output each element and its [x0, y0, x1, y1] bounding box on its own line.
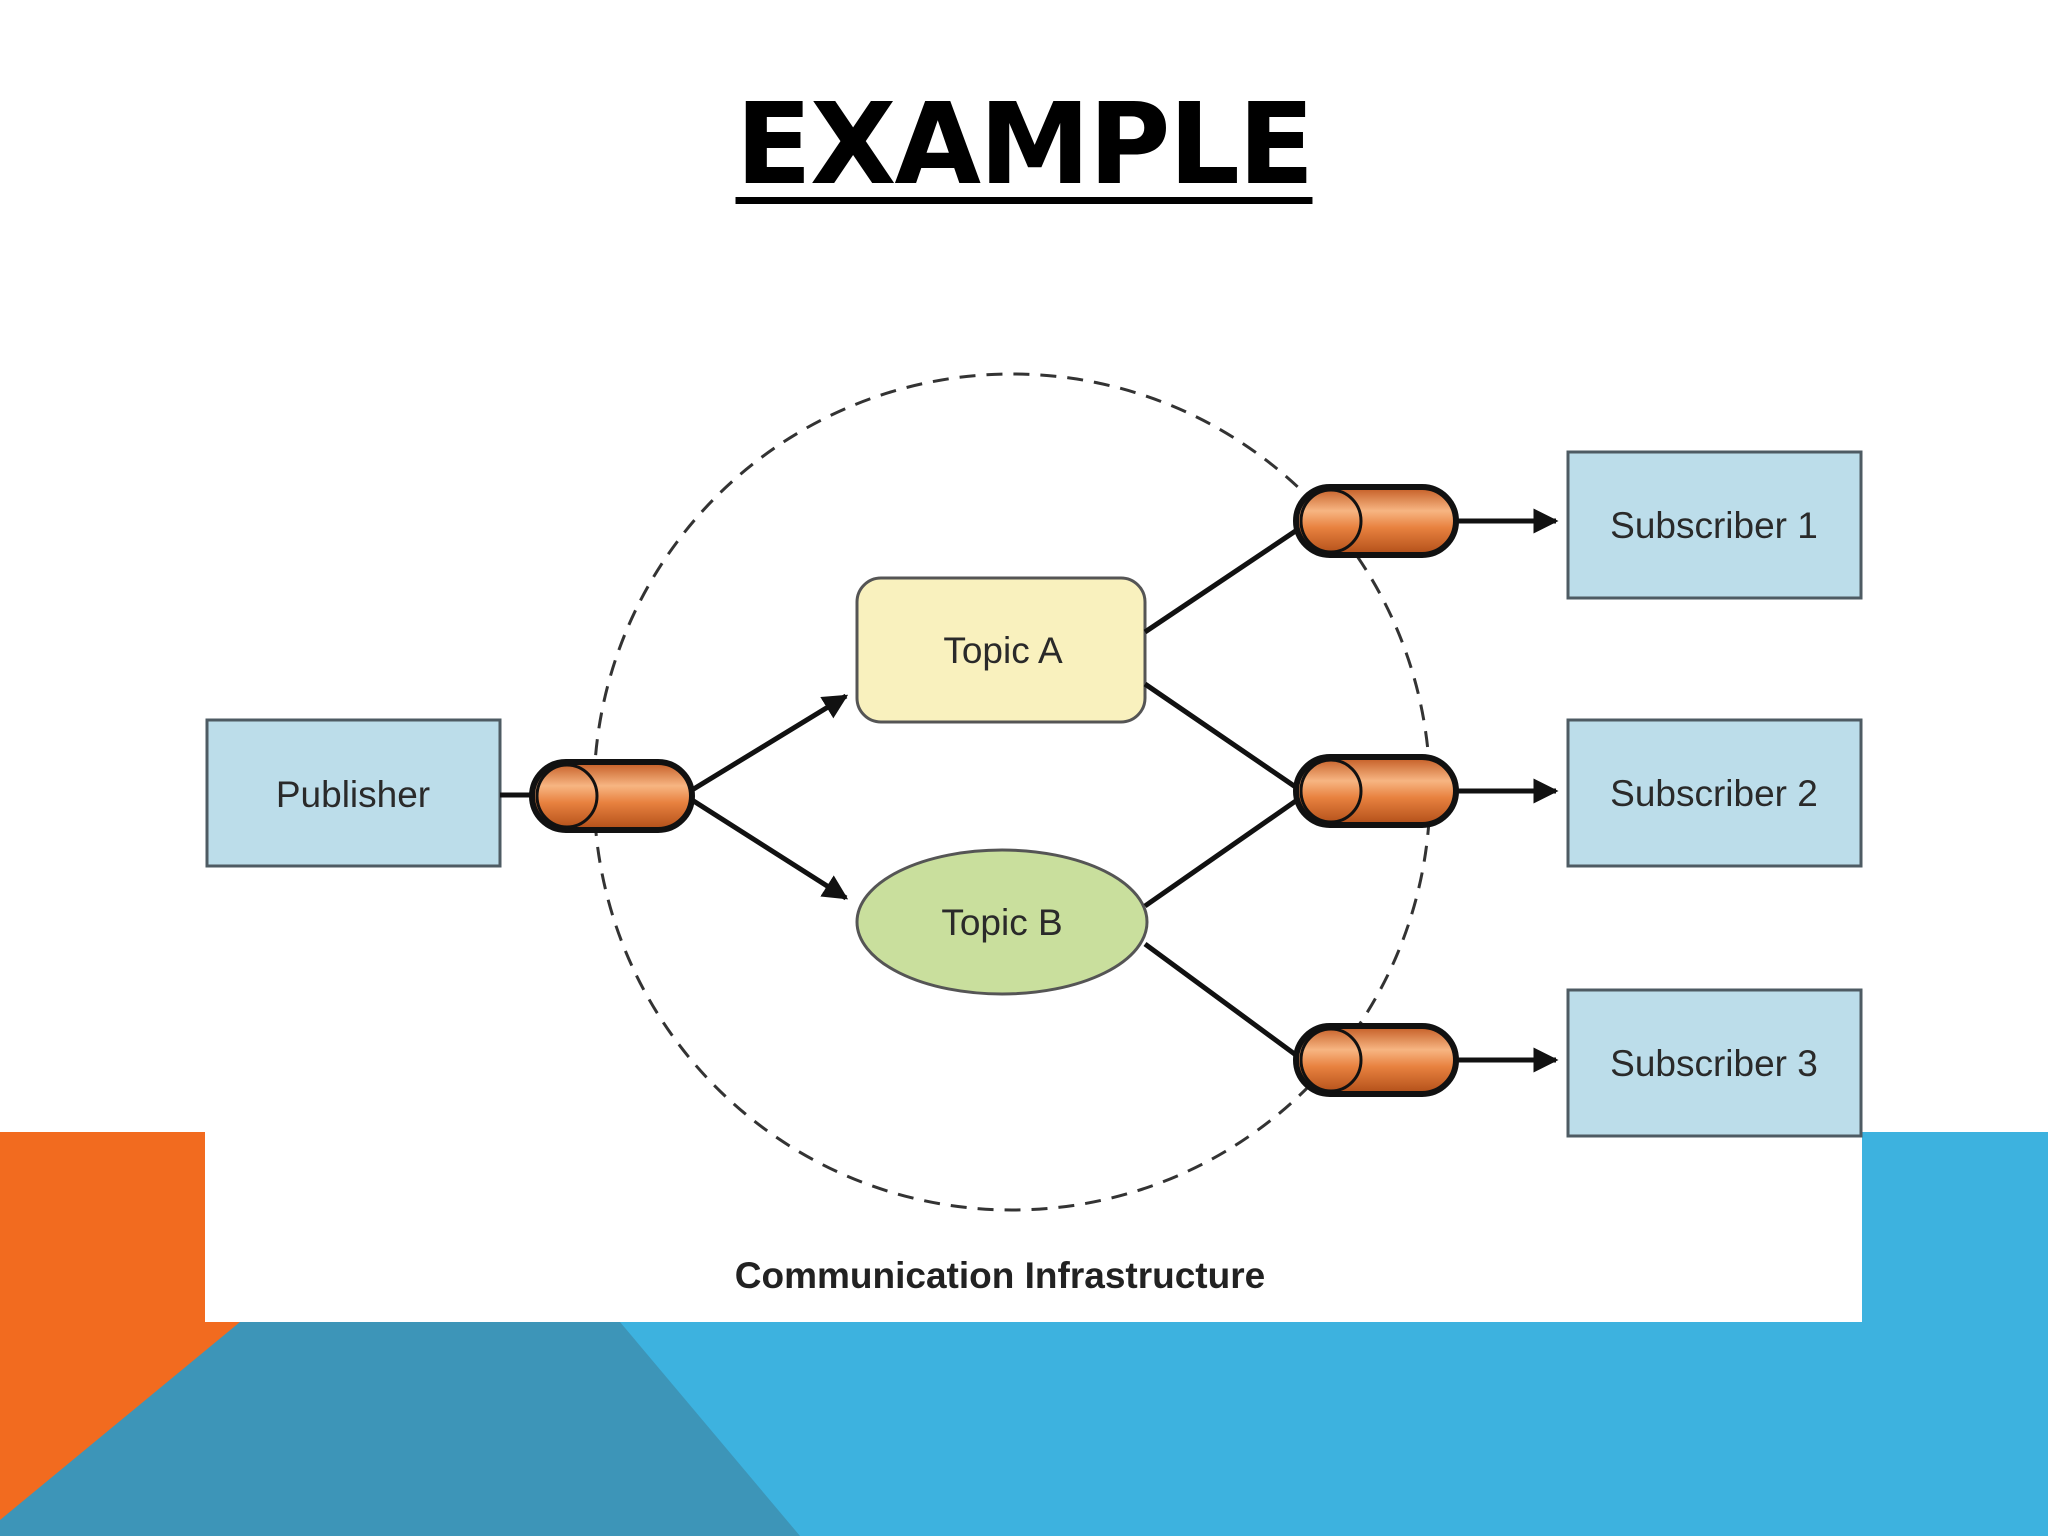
subscriber-2-label: Subscriber 2	[1610, 773, 1818, 814]
dark-blue-accent-shape	[0, 1322, 800, 1536]
link-topic-a-sub2	[1143, 681, 1302, 793]
subscriber-3-pipe	[1293, 1023, 1459, 1097]
subscriber-2-node: Subscriber 2	[1566, 718, 1863, 868]
subscriber-1-pipe	[1293, 484, 1459, 558]
infrastructure-caption: Communication Infrastructure	[735, 1255, 1265, 1296]
subscriber-1-node: Subscriber 1	[1566, 450, 1863, 600]
subscriber-1-label: Subscriber 1	[1610, 505, 1818, 546]
topic-a-node: Topic A	[855, 576, 1147, 724]
subscriber-3-node: Subscriber 3	[1566, 988, 1863, 1138]
link-topic-b-sub3	[1143, 941, 1302, 1061]
slide-title: EXAMPLE	[735, 80, 1315, 210]
arrow-to-topic-a	[690, 693, 849, 793]
publisher-label: Publisher	[276, 774, 430, 815]
topic-b-node: Topic B	[855, 848, 1149, 996]
topic-b-label: Topic B	[941, 902, 1062, 943]
publisher-node: Publisher	[205, 718, 502, 868]
subscriber-2-pipe	[1293, 754, 1459, 828]
orange-accent-shape	[0, 1132, 260, 1536]
topic-a-label: Topic A	[943, 630, 1063, 671]
link-topic-b-sub2	[1143, 795, 1302, 909]
arrow-to-topic-b	[690, 797, 849, 901]
subscriber-3-label: Subscriber 3	[1610, 1043, 1818, 1084]
publisher-channel-pipe	[529, 759, 695, 833]
link-topic-a-sub1	[1143, 525, 1302, 635]
